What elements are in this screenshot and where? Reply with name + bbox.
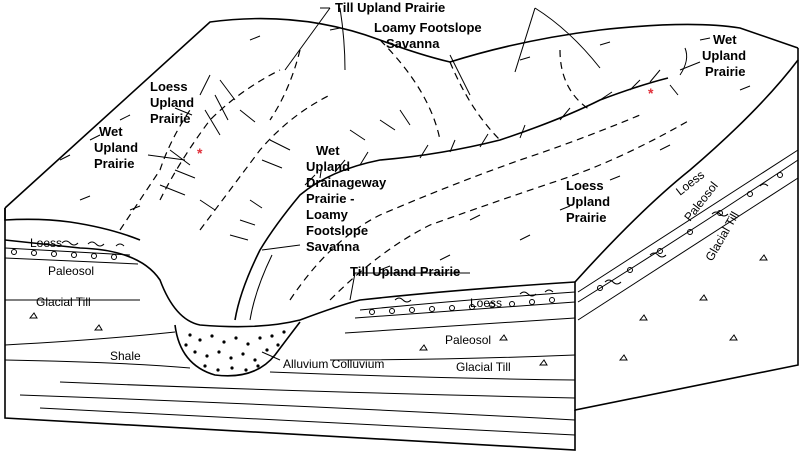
label-loess-upland-prairie-left-3: Prairie (150, 111, 190, 126)
label-wet-upland-prairie-right-2: Upland (702, 48, 746, 63)
layer-paleosol-front: Paleosol (445, 333, 491, 347)
asterisk-icon: * (648, 85, 654, 101)
side-face-layers (577, 149, 799, 321)
label-loess-upland-prairie-right-2: Upland (566, 194, 610, 209)
paleosol-circles-left (11, 249, 117, 260)
front-face-layers (4, 247, 576, 436)
layer-paleosol-left: Paleosol (48, 264, 94, 278)
asterisk-icon: * (197, 145, 203, 161)
label-loamy-footslope-savanna-top-1: Loamy Footslope (374, 20, 482, 35)
label-loess-upland-prairie-right-1: Loess (566, 178, 604, 193)
layer-glacial-till-front: Glacial Till (456, 360, 511, 374)
block-outline (4, 17, 799, 451)
label-wet-upland-prairie-right-3: Prairie (705, 64, 745, 79)
layer-loess-left: Loess (30, 236, 62, 250)
label-till-upland-prairie-top: Till Upland Prairie (335, 0, 445, 15)
label-drainageway-3: Drainageway (306, 175, 387, 190)
surface-labels: Till Upland Prairie Loamy Footslope Sava… (94, 0, 746, 279)
label-wet-upland-prairie-left-1: Wet (99, 124, 123, 139)
loess-wave-marks (61, 240, 554, 303)
layer-shale: Shale (110, 349, 141, 363)
layer-loess-front: Loess (470, 296, 502, 310)
label-loess-upland-prairie-left-1: Loess (150, 79, 188, 94)
surface-features (59, 27, 751, 321)
label-drainageway-1: Wet (316, 143, 340, 158)
label-wet-upland-prairie-left-2: Upland (94, 140, 138, 155)
label-wet-upland-prairie-left-3: Prairie (94, 156, 134, 171)
asterisk-markers: * * (197, 85, 654, 161)
paleosol-circles-front (369, 297, 555, 315)
label-loess-upland-prairie-right-3: Prairie (566, 210, 606, 225)
till-pebbles (28, 254, 768, 366)
label-loamy-footslope-savanna-top-2: Savanna (386, 36, 440, 51)
label-loess-upland-prairie-left-2: Upland (150, 95, 194, 110)
label-drainageway-2: Upland (306, 159, 350, 174)
label-drainageway-6: Footslope (306, 223, 368, 238)
label-till-upland-prairie-mid: Till Upland Prairie (350, 264, 460, 279)
layer-alluvium-colluvium: Alluvium Colluvium (283, 357, 384, 371)
alluvium-dots (184, 330, 286, 372)
layer-glacial-till-left: Glacial Till (36, 295, 91, 309)
label-drainageway-5: Loamy (306, 207, 349, 222)
label-wet-upland-prairie-right-1: Wet (713, 32, 737, 47)
label-drainageway-4: Prairie - (306, 191, 354, 206)
label-drainageway-7: Savanna (306, 239, 360, 254)
leader-arrows (147, 7, 701, 361)
